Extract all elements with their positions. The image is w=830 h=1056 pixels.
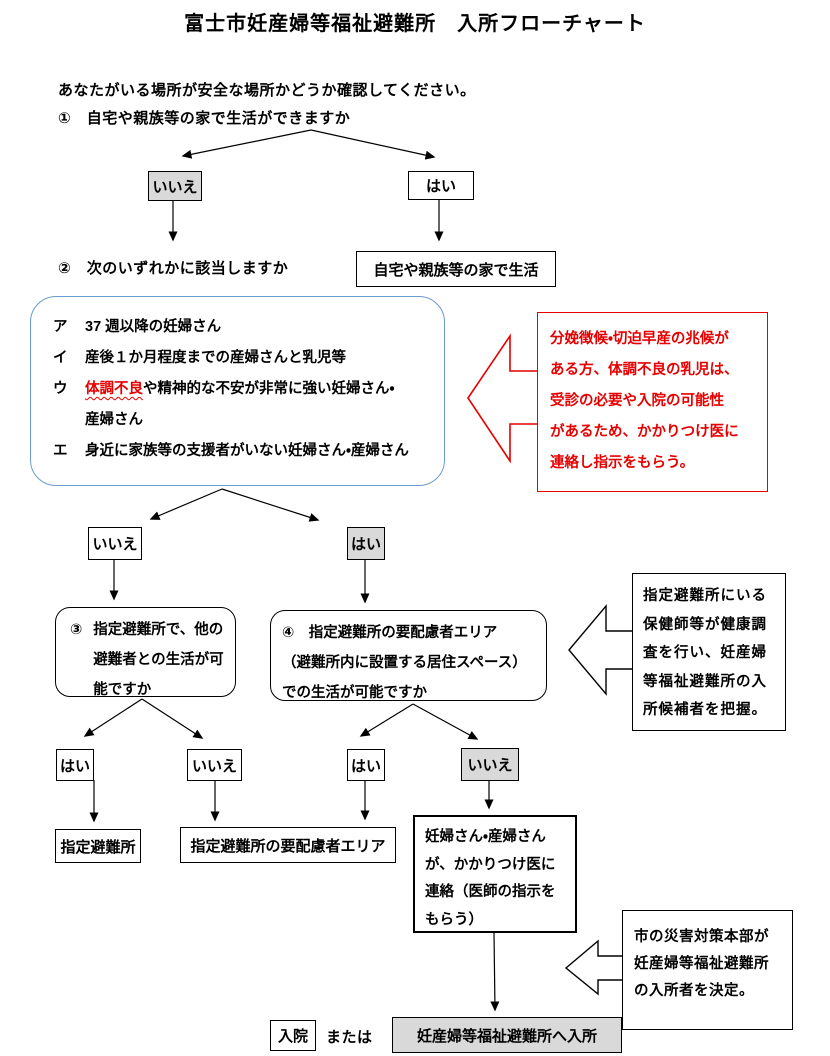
- criteria-text-a: 37 週以降の妊婦さん: [85, 319, 222, 335]
- criteria-kana-a: ア: [53, 319, 68, 335]
- decision-callout-pointer-icon: [564, 939, 624, 996]
- arrow-q1-to-yes: [310, 129, 436, 160]
- arrow-contact-to-final: [490, 932, 500, 1012]
- arrow-q1-to-no: [181, 129, 312, 159]
- question-3-box: ③ 指定避難所で、他の 避難者との生活が可 能ですか: [55, 607, 236, 698]
- question-3-number: ③: [70, 622, 83, 638]
- criteria-kana-i: イ: [53, 350, 68, 366]
- intro-text: あなたがいる場所が安全な場所かどうか確認してください。: [58, 82, 476, 99]
- question-2: ② 次のいずれかに該当しますか: [58, 260, 289, 277]
- arrow-criteria-to-yes: [221, 488, 320, 522]
- answer-no-1: いいえ: [148, 171, 202, 201]
- question-3-text: 指定避難所で、他の 避難者との生活が可 能ですか: [93, 622, 224, 698]
- outcome-home-box: 自宅や親族等の家で生活: [356, 251, 556, 287]
- criteria-item-i: イ 産後１か月程度までの産婦さんと乳児等: [53, 343, 444, 374]
- outcome-shelter-box: 指定避難所: [55, 829, 141, 863]
- criteria-text-u: 体調不良や精神的な不安が非常に強い妊婦さん・ 産婦さん: [85, 374, 394, 436]
- outcome-care-area-box: 指定避難所の要配慮者エリア: [180, 827, 396, 863]
- criteria-highlight-u: 体調不良: [85, 381, 143, 397]
- or-text: または: [326, 1029, 373, 1046]
- criteria-text-e: 身近に家族等の支援者がいない妊婦さん・産婦さん: [85, 443, 409, 459]
- arrow-criteria-to-no: [149, 488, 223, 520]
- question-4-text: ④ 指定避難所の要配慮者エリア （避難所内に設置する居住スペース） での生活が可…: [282, 625, 527, 701]
- outcome-hospital-box: 入院: [270, 1020, 316, 1051]
- arrow-q4-to-yes: [359, 703, 414, 737]
- criteria-item-u: ウ 体調不良や精神的な不安が非常に強い妊婦さん・ 産婦さん: [53, 374, 444, 436]
- red-callout-pointer-icon: [467, 333, 539, 464]
- answer-no-3: いいえ: [187, 749, 242, 781]
- answer-yes-2: はい: [347, 527, 385, 560]
- answer-yes-1: はい: [408, 171, 474, 200]
- outcome-final-box: 妊産婦等福祉避難所へ入所: [392, 1017, 622, 1053]
- health-callout-pointer-icon: [568, 604, 634, 696]
- criteria-rest-u: や精神的な不安が非常に強い妊婦さん・ 産婦さん: [85, 381, 395, 428]
- criteria-item-a: ア 37 週以降の妊婦さん: [53, 312, 444, 343]
- answer-no-2: いいえ: [88, 527, 142, 560]
- page-title: 富士市妊産婦等福祉避難所 入所フローチャート: [184, 13, 646, 35]
- question-4-box: ④ 指定避難所の要配慮者エリア （避難所内に設置する居住スペース） での生活が可…: [270, 610, 547, 701]
- answer-yes-4: はい: [347, 749, 385, 781]
- medical-callout: 分娩徴候・切迫早産の兆候が ある方、体調不良の乳児は、 受診の必要や入院の可能性…: [537, 312, 768, 492]
- arrow-q4-to-no: [412, 703, 479, 740]
- criteria-kana-u: ウ: [53, 381, 68, 397]
- answer-yes-3: はい: [56, 749, 94, 781]
- arrow-q3-to-yes: [83, 698, 143, 737]
- criteria-box: ア 37 週以降の妊婦さん イ 産後１か月程度までの産婦さんと乳児等 ウ 体調不…: [30, 296, 445, 486]
- arrow-q3-to-no: [141, 698, 204, 739]
- answer-no-4: いいえ: [461, 748, 519, 781]
- health-check-callout: 指定避難所にいる 保健師等が健康調 査を行い、妊産婦 等福祉避難所の入 所候補者…: [632, 573, 786, 731]
- outcome-contact-doctor-box: 妊婦さん・産婦さん が、かかりつけ医に 連絡（医師の指示を もらう）: [413, 815, 577, 933]
- criteria-kana-e: エ: [53, 443, 68, 459]
- criteria-item-e: エ 身近に家族等の支援者がいない妊婦さん・産婦さん: [53, 436, 444, 467]
- criteria-text-i: 産後１か月程度までの産婦さんと乳児等: [85, 350, 346, 366]
- question-1: ① 自宅や親族等の家で生活ができますか: [58, 110, 351, 127]
- decision-callout: 市の災害対策本部が 妊産婦等福祉避難所 の入所者を決定。: [622, 910, 793, 1030]
